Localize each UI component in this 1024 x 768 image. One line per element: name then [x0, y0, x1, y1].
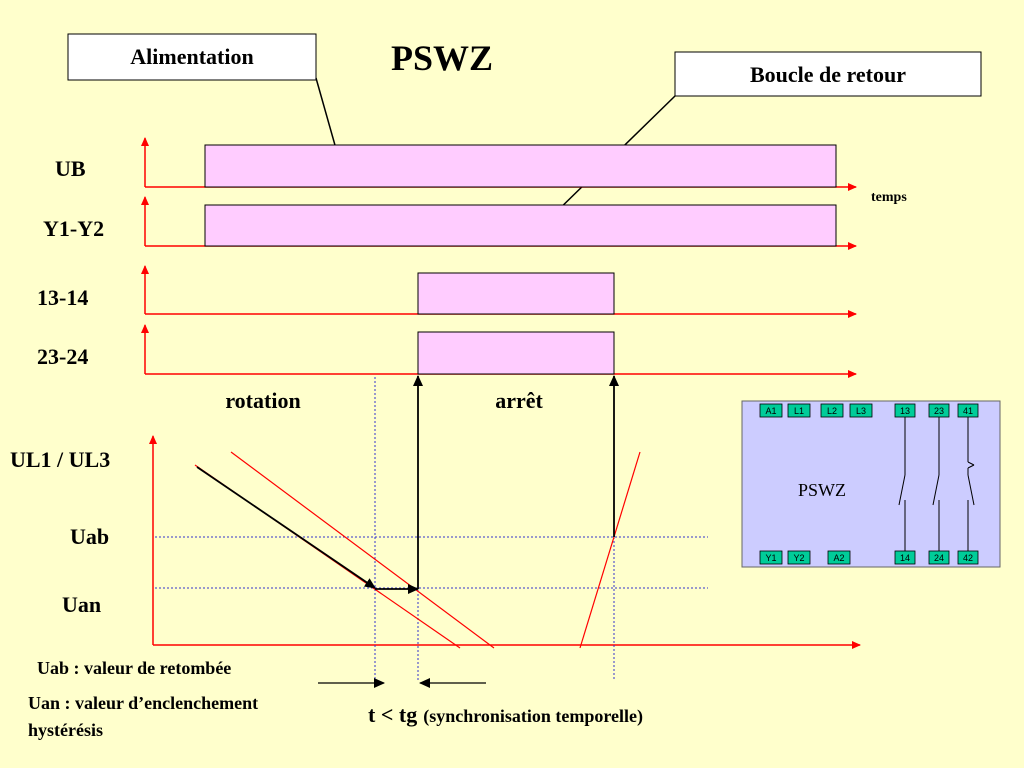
terminal: [759, 550, 783, 565]
legend-uab: Uab : valeur de retombée: [37, 658, 231, 678]
contact-13-14: [898, 417, 906, 551]
signal-label-ub: UB: [55, 156, 86, 181]
terminal: [849, 403, 873, 418]
voltage-trajectory: [196, 466, 376, 589]
terminal: [820, 403, 844, 418]
signal-label-y1-y2: Y1-Y2: [43, 216, 104, 241]
signal-row-ub: UB: [55, 137, 857, 191]
callout-feedback: Boucle de retour: [674, 51, 982, 97]
device-pswz: PSWZ A1 L1 L2 L3 13 23 41 Y1 Y2 A2: [741, 400, 1001, 568]
terminal-label: 14: [900, 553, 910, 563]
signal-row-y1-y2: Y1-Y2: [43, 196, 857, 250]
device-bottom-terminals: Y1 Y2 A2 14 24 42: [759, 550, 979, 565]
signal-label-23-24: 23-24: [37, 344, 88, 369]
legend-uan-line2: hystérésis: [28, 720, 103, 740]
rise-line: [579, 451, 641, 649]
sync-detail: (synchronisation temporelle): [423, 706, 643, 727]
terminal: [787, 403, 811, 418]
sync-label: t < tg (synchronisation temporelle): [368, 702, 643, 727]
device-top-terminals: A1 L1 L2 L3 13 23 41: [759, 403, 979, 418]
terminal-label: A2: [833, 553, 844, 563]
terminal-label: A1: [765, 406, 776, 416]
callout-supply-label: Alimentation: [130, 44, 253, 69]
signal-pulse: [417, 272, 615, 315]
terminal-label: Y1: [765, 553, 776, 563]
phase-stop: arrêt: [495, 388, 543, 413]
terminal-label: L1: [794, 406, 804, 416]
time-axis-label: temps: [871, 190, 907, 205]
contact-41-42: [967, 417, 975, 551]
page-title: PSWZ: [391, 38, 493, 78]
signal-row-13-14: 13-14: [37, 265, 857, 318]
terminal: [827, 550, 851, 565]
terminal: [759, 403, 783, 418]
legend-uan-line1: Uan : valeur d’enclenchement: [28, 693, 258, 713]
signal-pulse: [417, 331, 615, 375]
signal-row-23-24: 23-24: [37, 324, 857, 378]
device-name: PSWZ: [798, 480, 846, 500]
terminal: [787, 550, 811, 565]
voltage-axis-label: UL1 / UL3: [10, 447, 110, 472]
terminal-label: 24: [934, 553, 944, 563]
terminal-label: 23: [934, 406, 944, 416]
terminal-label: 41: [963, 406, 973, 416]
signal-pulse: [204, 204, 837, 247]
voltage-plot: [149, 375, 861, 680]
signal-pulse: [204, 144, 837, 188]
callout-feedback-label: Boucle de retour: [750, 62, 906, 87]
terminal-label: L2: [827, 406, 837, 416]
signal-label-13-14: 13-14: [37, 285, 88, 310]
terminal-label: L3: [856, 406, 866, 416]
terminal-label: Y2: [793, 553, 804, 563]
sync-main: t < tg: [368, 702, 417, 727]
decay-line: [230, 451, 495, 649]
terminal-label: 13: [900, 406, 910, 416]
terminal-label: 42: [963, 553, 973, 563]
callout-supply: Alimentation: [67, 33, 317, 81]
level-label-uan: Uan: [62, 592, 101, 617]
level-label-uab: Uab: [70, 524, 109, 549]
phase-rotation: rotation: [225, 388, 300, 413]
contact-23-24: [932, 417, 940, 551]
